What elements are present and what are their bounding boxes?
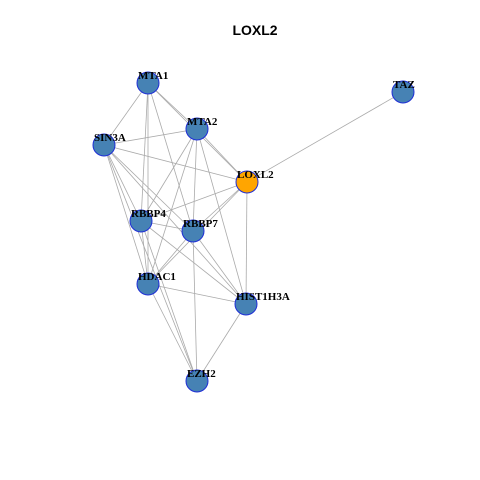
edge-sin3a-hist1h3a	[103, 144, 247, 305]
edge-loxl2-rbbp7	[192, 181, 248, 232]
node-label-rbbp7: RBBP7	[183, 218, 218, 230]
edge-hdac1-hist1h3a	[147, 283, 247, 305]
node-mta1[interactable]	[136, 71, 160, 95]
edges-layer	[103, 82, 404, 382]
node-label-ezh2: EZH2	[187, 368, 216, 380]
node-rbbp4[interactable]	[129, 209, 153, 233]
node-label-mta2: MTA2	[187, 116, 218, 128]
edge-mta2-rbbp7	[192, 128, 198, 232]
edge-loxl2-hist1h3a	[245, 181, 248, 305]
node-label-sin3a: SIN3A	[94, 132, 126, 144]
edge-mta1-sin3a	[103, 82, 149, 146]
edge-loxl2-taz	[246, 91, 404, 183]
node-hdac1[interactable]	[136, 272, 160, 296]
edge-hdac1-ezh2	[147, 283, 198, 382]
edge-mta2-hdac1	[147, 128, 198, 285]
edge-rbbp7-hist1h3a	[192, 230, 247, 305]
node-hist1h3a[interactable]	[234, 292, 258, 316]
edge-rbbp7-hdac1	[147, 230, 194, 285]
node-rbbp7[interactable]	[181, 219, 205, 243]
edge-sin3a-mta2	[103, 128, 198, 146]
edge-mta1-rbbp4	[140, 82, 149, 222]
edge-sin3a-ezh2	[103, 144, 198, 382]
node-taz[interactable]	[391, 80, 415, 104]
edge-loxl2-rbbp4	[140, 181, 248, 222]
edge-hist1h3a-ezh2	[196, 303, 247, 382]
edge-sin3a-loxl2	[103, 144, 248, 183]
node-label-hist1h3a: HIST1H3A	[236, 291, 290, 303]
edge-rbbp7-ezh2	[192, 230, 198, 382]
node-label-mta1: MTA1	[138, 70, 168, 82]
node-label-rbbp4: RBBP4	[131, 208, 166, 220]
edge-mta2-loxl2	[196, 128, 248, 183]
node-ezh2[interactable]	[185, 369, 209, 393]
node-label-hdac1: HDAC1	[138, 271, 176, 283]
node-loxl2[interactable]	[235, 170, 259, 194]
node-sin3a[interactable]	[92, 133, 116, 157]
edge-sin3a-hdac1	[103, 144, 149, 285]
edge-sin3a-rbbp7	[103, 144, 194, 232]
edge-mta2-rbbp4	[140, 128, 198, 222]
edge-rbbp4-ezh2	[140, 220, 198, 382]
node-label-loxl2: LOXL2	[237, 169, 274, 181]
nodes-layer	[92, 71, 415, 393]
edge-mta1-rbbp7	[147, 82, 194, 232]
edge-mta2-hist1h3a	[196, 128, 247, 305]
graph-title: LOXL2	[232, 22, 277, 38]
node-label-taz: TAZ	[393, 79, 415, 91]
edge-sin3a-rbbp4	[103, 144, 142, 222]
node-mta2[interactable]	[185, 117, 209, 141]
